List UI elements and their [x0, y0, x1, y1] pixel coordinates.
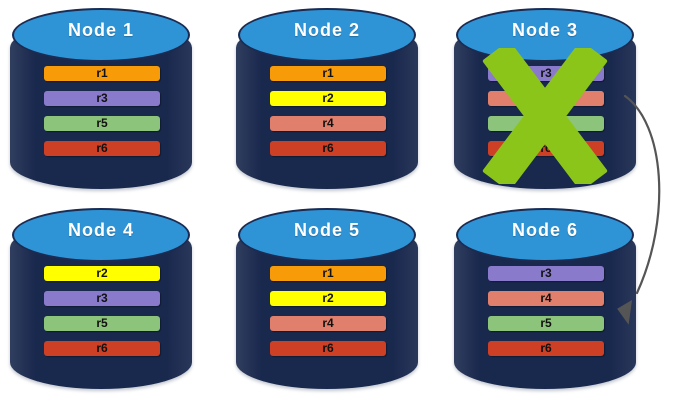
cylinder-top — [12, 8, 190, 62]
node-cylinder-5[interactable]: Node 5 r1 r2 r4 r6 — [236, 208, 418, 394]
replica-row[interactable]: r6 — [44, 141, 160, 156]
replica-row[interactable]: r1 — [44, 66, 160, 81]
node-title: Node 1 — [67, 20, 134, 40]
replica-row-list: r1 r2 r4 r6 — [270, 66, 386, 156]
replica-row[interactable]: r3 — [44, 291, 160, 306]
node-cylinder-1[interactable]: Node 1 r1 r3 r5 r6 — [10, 8, 192, 194]
replica-row[interactable]: r3 — [488, 266, 604, 281]
cylinder-top — [238, 208, 416, 262]
replica-row[interactable]: r2 — [270, 91, 386, 106]
replica-row[interactable]: r6 — [488, 341, 604, 356]
replica-row-list: r3 r4 r5 r6 — [488, 66, 604, 156]
replica-row-list: r2 r3 r5 r6 — [44, 266, 160, 356]
node-title: Node 4 — [67, 220, 134, 240]
replica-row[interactable]: r5 — [44, 116, 160, 131]
node-title: Node 2 — [293, 20, 360, 40]
replica-row[interactable]: r6 — [270, 341, 386, 356]
replica-row[interactable]: r5 — [488, 316, 604, 331]
replica-row[interactable]: r6 — [270, 141, 386, 156]
replica-row[interactable]: r2 — [44, 266, 160, 281]
replica-row-list: r1 r3 r5 r6 — [44, 66, 160, 156]
node-title: Node 3 — [511, 20, 578, 40]
replica-row[interactable]: r5 — [488, 116, 604, 131]
replica-row[interactable]: r3 — [44, 91, 160, 106]
cylinder-top — [238, 8, 416, 62]
node-title: Node 6 — [511, 220, 578, 240]
replica-row[interactable]: r4 — [270, 116, 386, 131]
replica-row[interactable]: r4 — [270, 316, 386, 331]
replica-row-list: r1 r2 r4 r6 — [270, 266, 386, 356]
replica-row[interactable]: r4 — [488, 291, 604, 306]
replica-row[interactable]: r5 — [44, 316, 160, 331]
replica-row[interactable]: r1 — [270, 266, 386, 281]
node-cylinder-2[interactable]: Node 2 r1 r2 r4 r6 — [236, 8, 418, 194]
replica-row[interactable]: r1 — [270, 66, 386, 81]
node-cylinder-6[interactable]: Node 6 r3 r4 r5 r6 — [454, 208, 636, 394]
replica-row-list: r3 r4 r5 r6 — [488, 266, 604, 356]
replica-row[interactable]: r2 — [270, 291, 386, 306]
node-cylinder-4[interactable]: Node 4 r2 r3 r5 r6 — [10, 208, 192, 394]
cylinder-top — [12, 208, 190, 262]
replica-row[interactable]: r3 — [488, 66, 604, 81]
replica-row[interactable]: r4 — [488, 91, 604, 106]
replica-row[interactable]: r6 — [44, 341, 160, 356]
replica-row[interactable]: r6 — [488, 141, 604, 156]
node-title: Node 5 — [293, 220, 360, 240]
node-cylinder-3[interactable]: Node 3 r3 r4 r5 r6 — [454, 8, 636, 194]
